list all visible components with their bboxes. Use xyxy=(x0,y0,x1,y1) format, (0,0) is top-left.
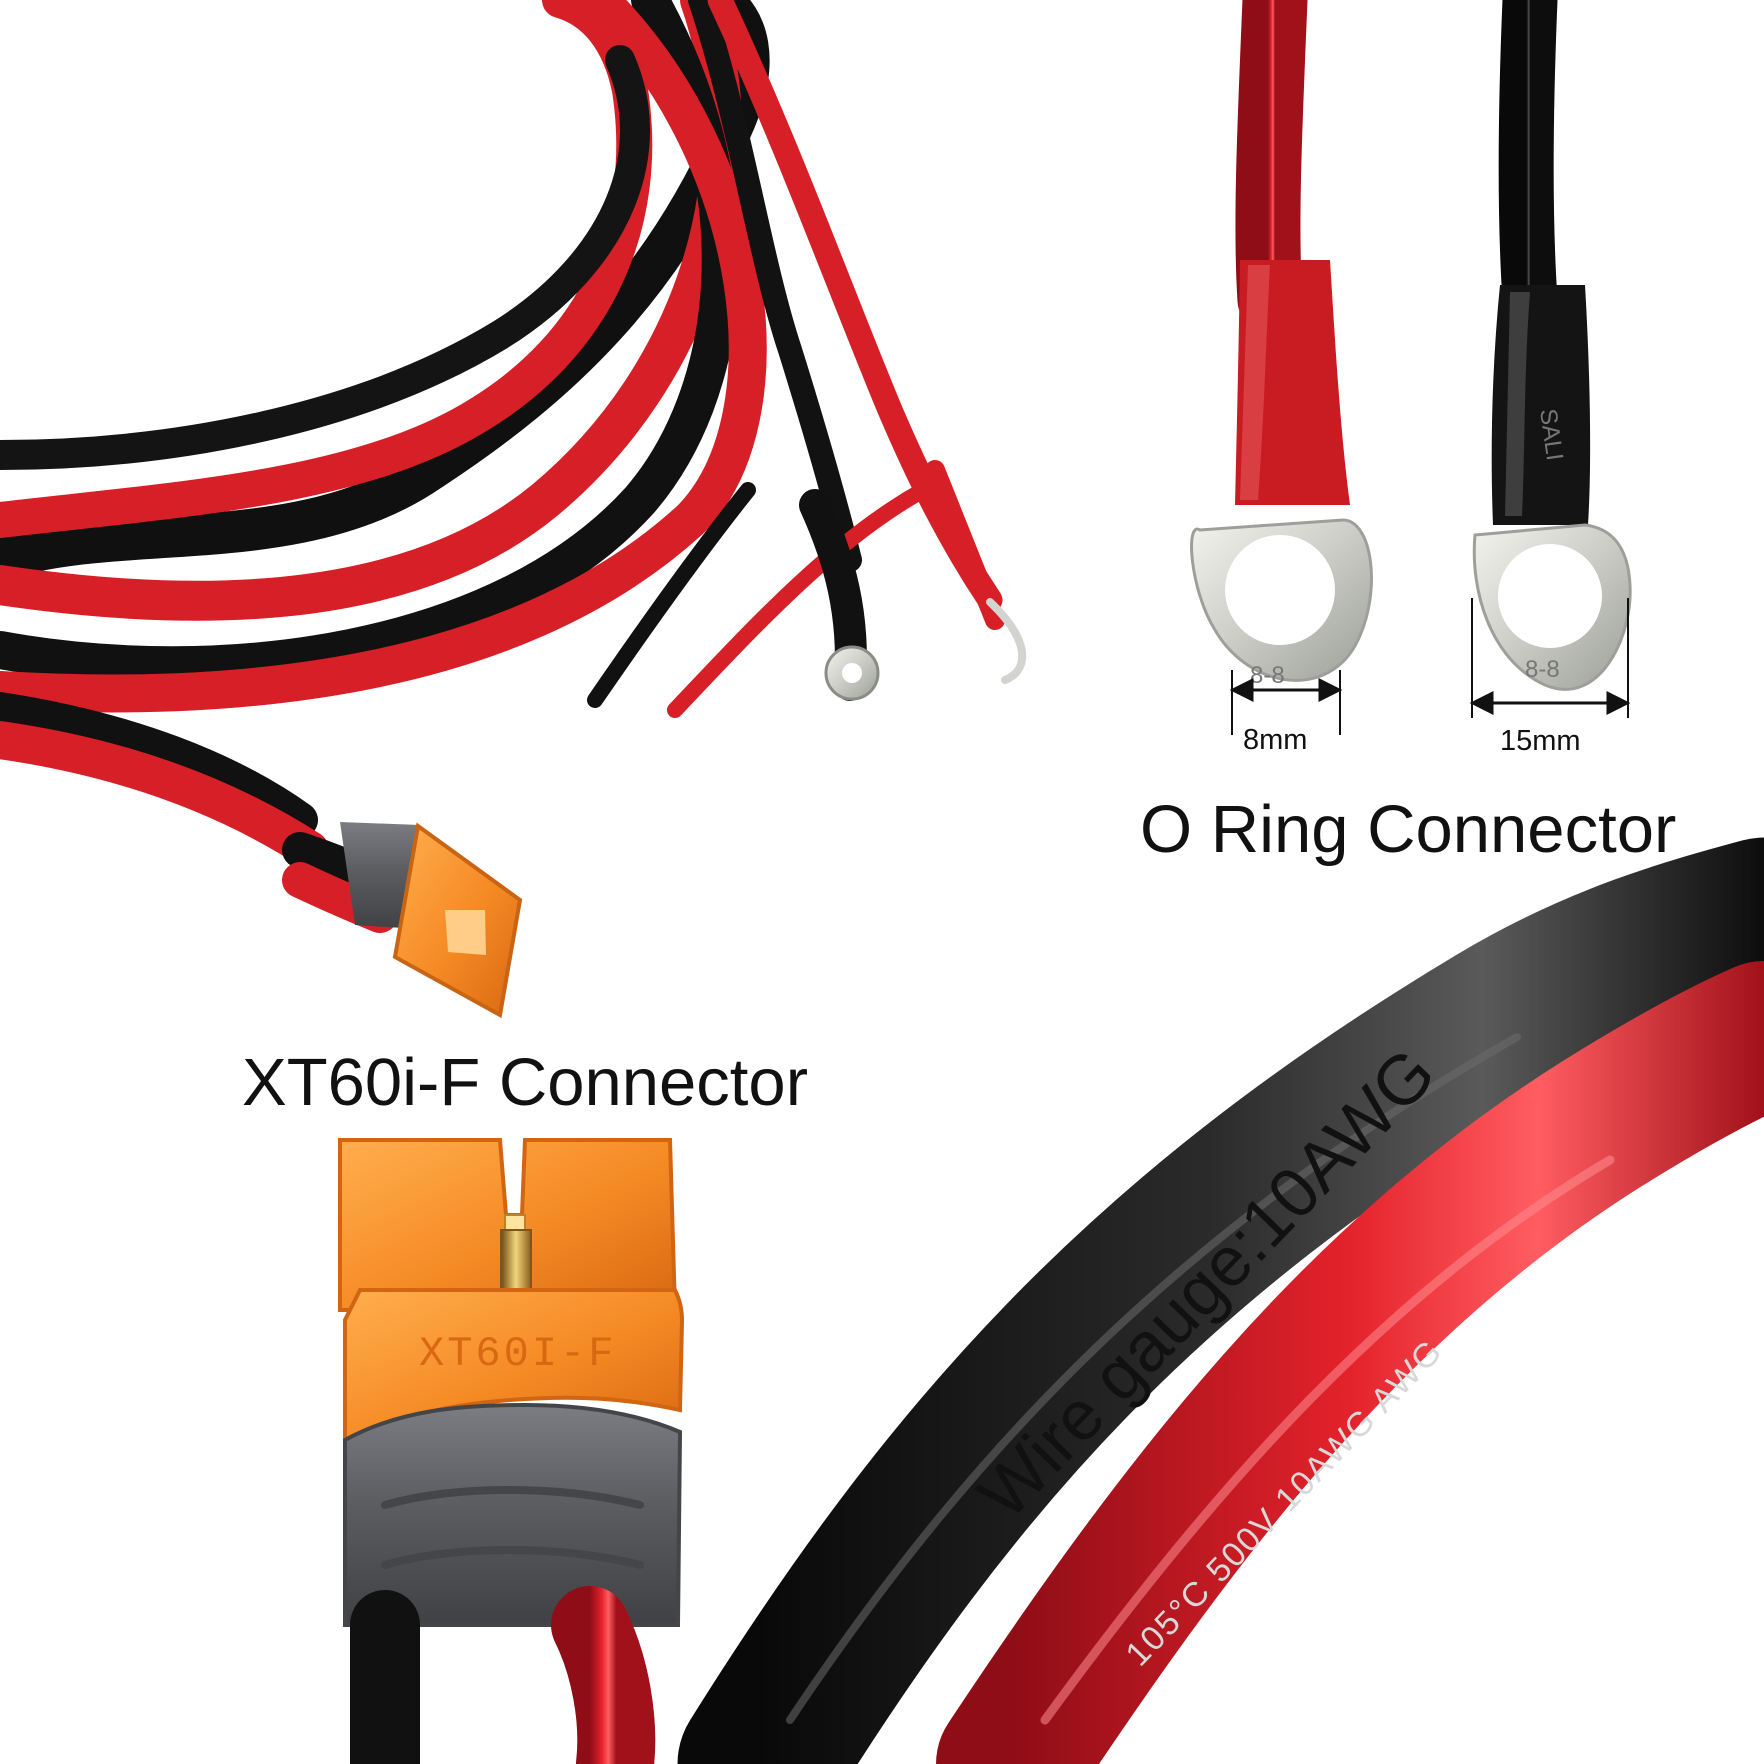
large-xt60-connector: XT60I-F xyxy=(338,1138,685,1764)
small-ring-terminal-icon xyxy=(799,489,880,701)
large-ring-terminal-icon: 8-8 xyxy=(1190,518,1373,689)
o-ring-connector-label: O Ring Connector xyxy=(1140,792,1677,867)
small-ring-stamp: 8-8 xyxy=(1250,662,1285,689)
xt60-body-marking: XT60I-F xyxy=(419,1330,616,1378)
xlarge-ring-terminal-icon: 8-8 xyxy=(1472,523,1632,691)
large-ring-width-label: 15mm xyxy=(1500,725,1581,757)
small-blade-terminal-icon xyxy=(925,460,1027,684)
xt60-connector-label: XT60i-F Connector xyxy=(242,1045,808,1120)
black-ring-sleeve: SALI xyxy=(1491,285,1591,525)
large-ring-stamp: 8-8 xyxy=(1525,656,1560,683)
o-ring-connector-group: 8-8 SALI 8-8 xyxy=(1190,0,1632,735)
wire-closeup: 105°C 500V 10AWG AWG xyxy=(677,837,1764,1764)
small-xt60-connector-icon xyxy=(282,822,523,1019)
red-ring-sleeve xyxy=(1235,260,1350,505)
small-ring-width-label: 8mm xyxy=(1243,724,1308,756)
wire-bundle xyxy=(0,0,1027,869)
